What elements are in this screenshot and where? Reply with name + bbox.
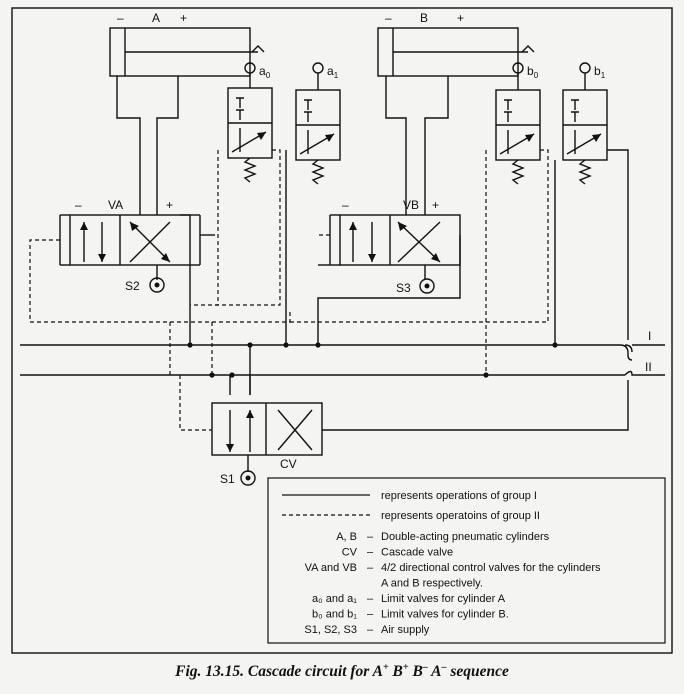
legend-term: a₀ and a₁	[312, 593, 357, 605]
cyl-a-label: A	[152, 11, 160, 25]
legend-dashed: represents operatoins of group II	[381, 510, 540, 522]
valve-vb	[329, 214, 461, 294]
outer-frame	[11, 7, 673, 654]
legend-desc: Limit valves for cylinder A	[381, 593, 506, 605]
legend-dash: –	[367, 593, 374, 605]
legend-box: represents operations of group I represe…	[267, 477, 666, 644]
vb-label: VB	[403, 198, 419, 212]
vb-plus: +	[432, 198, 439, 212]
label-b0: b0	[527, 64, 539, 80]
legend-dash: –	[367, 624, 374, 636]
legend-term: CV	[342, 547, 358, 559]
limit-valve-a0	[227, 62, 273, 183]
cyl-b-label: B	[420, 11, 428, 25]
legend-desc: Limit valves for cylinder B.	[381, 609, 509, 621]
limit-valve-b1	[562, 62, 608, 185]
line-group-2	[20, 370, 665, 376]
legend-dash: –	[367, 531, 374, 543]
legend-desc: Air supply	[381, 624, 430, 636]
cyl-a-minus: –	[117, 11, 124, 25]
cyl-b-minus: –	[385, 11, 392, 25]
legend-desc: 4/2 directional control valves for the c…	[381, 562, 601, 574]
va-minus: –	[75, 198, 82, 212]
legend-dash: –	[367, 609, 374, 621]
va-label: VA	[108, 198, 123, 212]
legend-solid: represents operations of group I	[381, 490, 537, 502]
cv-label: CV	[280, 457, 297, 471]
cylinder-b	[377, 27, 535, 215]
legend-term: b₀ and b₁	[312, 609, 357, 621]
legend-desc: A and B respectively.	[381, 578, 483, 590]
legend-term: VA and VB	[305, 562, 357, 574]
legend-dash: –	[367, 547, 374, 559]
limit-valve-b0	[495, 62, 541, 185]
label-a0: a0	[259, 64, 271, 80]
legend-dash: –	[367, 562, 374, 574]
line-2-label: II	[645, 360, 652, 374]
cyl-b-plus: +	[457, 11, 464, 25]
legend-desc: Double-acting pneumatic cylinders	[381, 531, 550, 543]
va-plus: +	[166, 198, 173, 212]
legend-term: S1, S2, S3	[304, 624, 357, 636]
vb-minus: –	[342, 198, 349, 212]
s2-label: S2	[125, 279, 140, 293]
line-1-label: I	[648, 329, 651, 343]
legend-desc: Cascade valve	[381, 547, 453, 559]
label-a1: a1	[327, 64, 339, 80]
label-b1: b1	[594, 64, 606, 80]
s1-label: S1	[220, 472, 235, 486]
s3-label: S3	[396, 281, 411, 295]
limit-valve-a1	[295, 62, 341, 185]
cyl-a-plus: +	[180, 11, 187, 25]
group-2-connections	[29, 149, 549, 431]
figure-caption: Fig. 13.15. Cascade circuit for A+ B+ B–…	[175, 662, 509, 681]
legend-term: A, B	[336, 531, 357, 543]
line-group-1	[20, 344, 665, 361]
cylinder-a	[109, 27, 265, 215]
